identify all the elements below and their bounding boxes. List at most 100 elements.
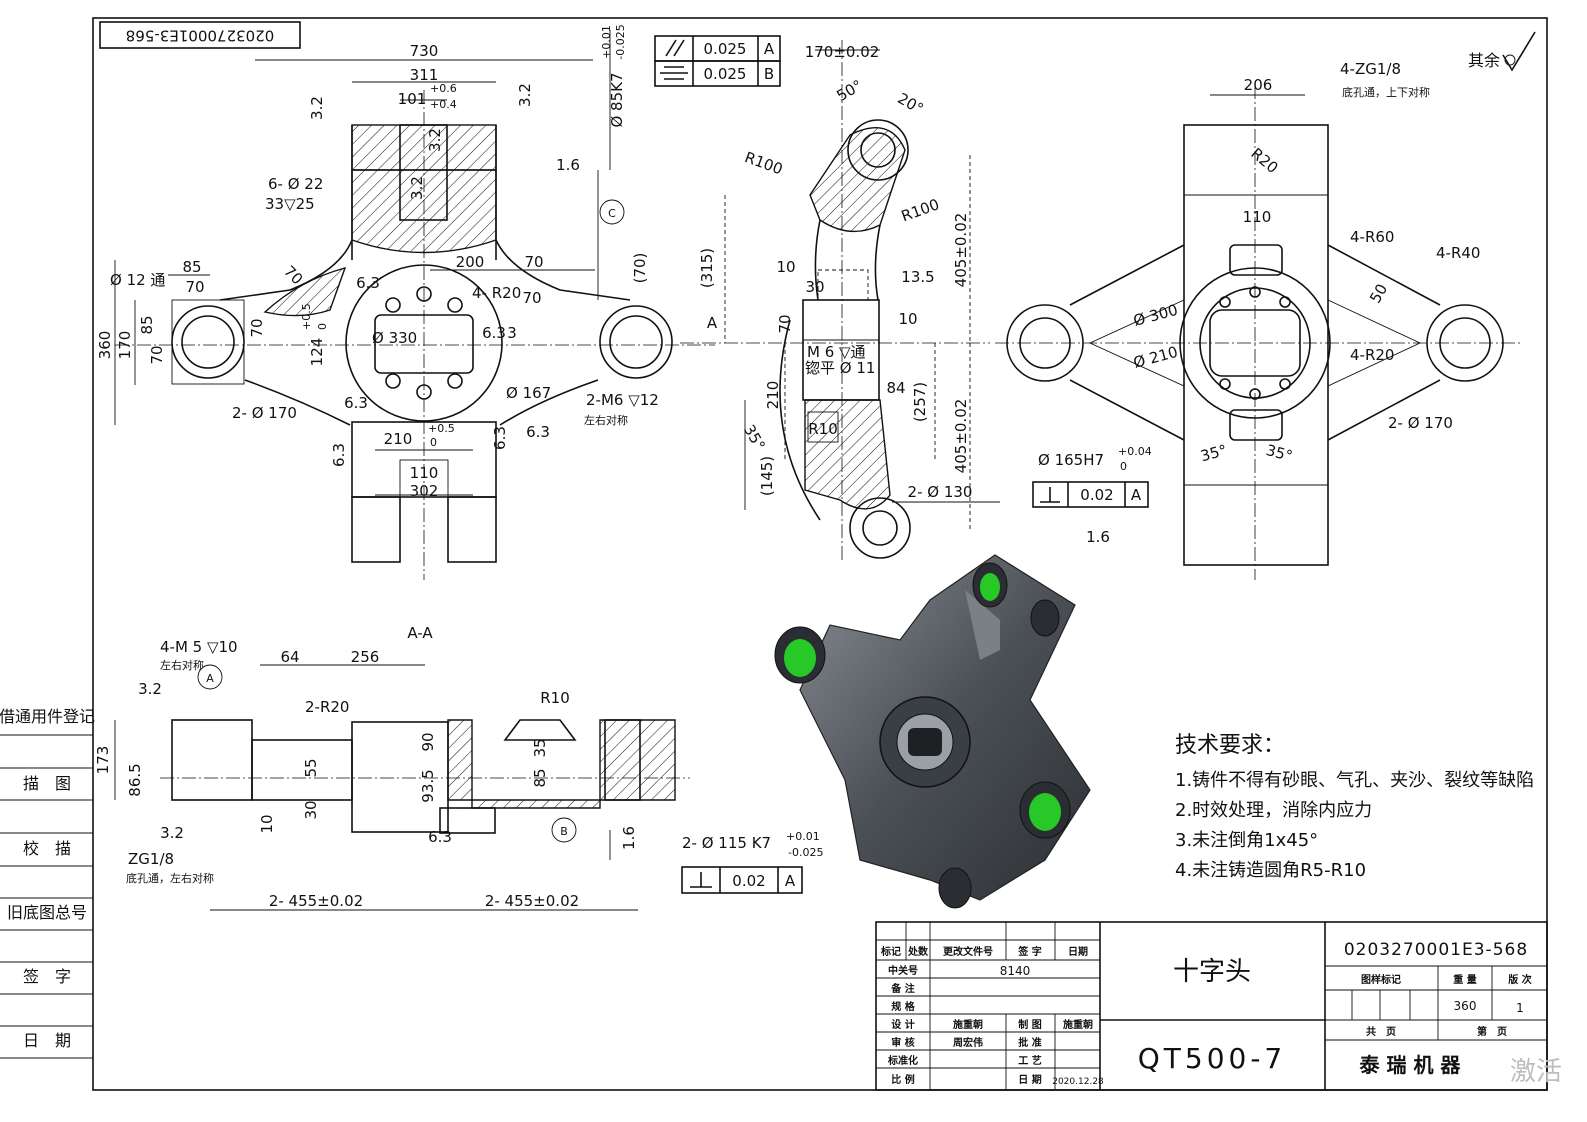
svg-text:35°: 35° xyxy=(740,421,769,453)
svg-text:90: 90 xyxy=(419,732,437,751)
right-view xyxy=(995,85,1520,580)
svg-text:206: 206 xyxy=(1244,76,1273,94)
svg-text:84: 84 xyxy=(886,379,905,397)
left-register: 借通用件登记 描 图 校 描 旧底图总号 签 字 日 期 xyxy=(0,707,95,1059)
svg-text:6.3: 6.3 xyxy=(526,423,550,441)
svg-text:13.5: 13.5 xyxy=(901,268,934,286)
svg-text:0: 0 xyxy=(430,436,437,449)
side-view xyxy=(680,40,990,560)
part-name: 十字头 xyxy=(1173,957,1251,987)
svg-text:6.3: 6.3 xyxy=(482,324,506,342)
svg-text:Ø 12 通: Ø 12 通 xyxy=(110,271,165,289)
svg-text:50: 50 xyxy=(1366,281,1391,307)
svg-text:重 量: 重 量 xyxy=(1453,973,1476,986)
svg-text:2- Ø 170: 2- Ø 170 xyxy=(1388,414,1453,432)
svg-text:工 艺: 工 艺 xyxy=(1018,1054,1041,1067)
svg-text:70: 70 xyxy=(148,345,166,364)
svg-text:(257): (257) xyxy=(911,382,929,422)
svg-text:85: 85 xyxy=(182,258,201,276)
svg-text:6.3: 6.3 xyxy=(330,443,348,467)
svg-text:0: 0 xyxy=(1120,460,1127,473)
svg-text:50°: 50° xyxy=(833,76,865,105)
svg-text:0.02: 0.02 xyxy=(732,872,765,890)
svg-text:1.6: 1.6 xyxy=(556,156,580,174)
svg-text:302: 302 xyxy=(410,482,439,500)
section-dim-texts: 4-M 5 ▽10 左右对称 A 3.2 3.2 64 256 2-R20 R1… xyxy=(94,638,823,910)
tech-item-1: 1.铸件不得有砂眼、气孔、夹沙、裂纹等缺陷 xyxy=(1175,770,1534,791)
svg-text:311: 311 xyxy=(410,66,439,84)
register-0: 借通用件登记 xyxy=(0,707,95,726)
svg-text:3.2: 3.2 xyxy=(426,128,444,152)
svg-text:+0.6: +0.6 xyxy=(430,82,457,95)
svg-text:70: 70 xyxy=(248,318,266,337)
svg-text:左右对称: 左右对称 xyxy=(160,658,204,672)
svg-text:底孔通，左右对称: 底孔通，左右对称 xyxy=(126,871,214,885)
svg-text:C: C xyxy=(608,207,616,220)
tech-item-4: 4.未注铸造圆角R5-R10 xyxy=(1175,860,1366,881)
svg-text:173: 173 xyxy=(94,746,112,775)
register-3: 旧底图总号 xyxy=(7,903,87,922)
svg-text:10: 10 xyxy=(258,814,276,833)
svg-text:备 注: 备 注 xyxy=(890,982,914,995)
svg-text:360: 360 xyxy=(96,331,114,360)
front-view xyxy=(115,90,715,580)
svg-text:共 页: 共 页 xyxy=(1366,1025,1396,1038)
svg-text:55: 55 xyxy=(302,758,320,777)
svg-text:+0.5: +0.5 xyxy=(428,422,455,435)
svg-text:左右对称: 左右对称 xyxy=(584,413,628,427)
svg-text:(315): (315) xyxy=(698,248,716,288)
svg-text:35: 35 xyxy=(531,738,549,757)
svg-text:4-M 5 ▽10: 4-M 5 ▽10 xyxy=(160,638,238,656)
tech-item-2: 2.时效处理，消除内应力 xyxy=(1175,800,1372,821)
svg-text:ZG1/8: ZG1/8 xyxy=(128,850,174,868)
svg-text:6.3: 6.3 xyxy=(491,426,509,450)
svg-text:R100: R100 xyxy=(742,148,785,178)
svg-text:85: 85 xyxy=(138,315,156,334)
svg-text:Ø 165H7: Ø 165H7 xyxy=(1038,451,1104,469)
drawing-number-rotated: 0203270001E3-568 xyxy=(99,21,301,49)
svg-text:A: A xyxy=(707,314,718,332)
register-4: 签 字 xyxy=(23,967,71,986)
front-dim-texts: 730 311 101 +0.6 +0.4 Ø 85K7 +0.01 -0.02… xyxy=(96,24,718,500)
svg-text:第 页: 第 页 xyxy=(1477,1025,1507,1038)
svg-text:10: 10 xyxy=(776,258,795,276)
svg-text:图样标记: 图样标记 xyxy=(1361,973,1401,986)
svg-text:审 核: 审 核 xyxy=(891,1036,914,1049)
svg-text:2020.12.28: 2020.12.28 xyxy=(1052,1077,1104,1087)
svg-text:110: 110 xyxy=(1243,208,1272,226)
svg-text:0: 0 xyxy=(316,323,329,330)
svg-text:A: A xyxy=(764,40,775,58)
svg-text:35°: 35° xyxy=(1264,441,1294,465)
svg-text:360: 360 xyxy=(1454,999,1477,1013)
svg-text:签 字: 签 字 xyxy=(1017,945,1041,958)
svg-text:更改文件号: 更改文件号 xyxy=(943,945,993,958)
svg-text:405±0.02: 405±0.02 xyxy=(952,399,970,474)
svg-text:3.2: 3.2 xyxy=(308,96,326,120)
svg-text:施重朝: 施重朝 xyxy=(953,1018,983,1031)
svg-text:1.6: 1.6 xyxy=(1086,528,1110,546)
svg-text:Ø 85K7: Ø 85K7 xyxy=(608,72,626,127)
svg-text:Ø 300: Ø 300 xyxy=(1131,301,1179,330)
svg-text:2- Ø 115 K7: 2- Ø 115 K7 xyxy=(682,834,771,852)
svg-text:70: 70 xyxy=(522,289,541,307)
svg-text:0.025: 0.025 xyxy=(704,40,747,58)
svg-text:R20: R20 xyxy=(1247,144,1281,177)
svg-text:规 格: 规 格 xyxy=(891,1000,915,1013)
svg-text:R100: R100 xyxy=(899,195,942,225)
svg-text:+0.4: +0.4 xyxy=(430,98,457,111)
svg-text:日期: 日期 xyxy=(1068,945,1088,958)
svg-text:8140: 8140 xyxy=(1000,964,1031,978)
section-view xyxy=(160,719,690,834)
svg-text:2- Ø 170: 2- Ø 170 xyxy=(232,404,297,422)
svg-text:85: 85 xyxy=(531,768,549,787)
svg-text:底孔通，上下对称: 底孔通，上下对称 xyxy=(1342,85,1430,99)
svg-text:170±0.02: 170±0.02 xyxy=(805,43,880,61)
front-dim-lines xyxy=(114,30,625,496)
svg-text:锪平 Ø 11: 锪平 Ø 11 xyxy=(805,359,875,377)
svg-text:3.2: 3.2 xyxy=(408,176,426,200)
svg-text:2-R20: 2-R20 xyxy=(305,698,349,716)
svg-text:0.02: 0.02 xyxy=(1080,486,1113,504)
svg-text:B: B xyxy=(764,65,774,83)
tech-item-3: 3.未注倒角1x45° xyxy=(1175,830,1318,851)
tolerance-frame-symmetry: 0.025 B xyxy=(654,60,781,87)
